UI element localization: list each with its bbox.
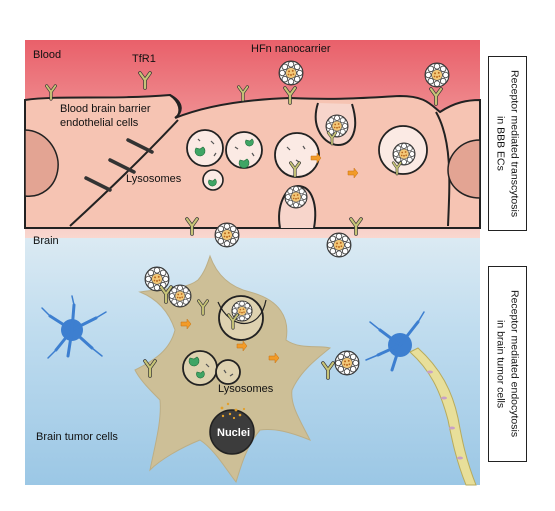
blood-label: Blood	[33, 49, 61, 61]
astrocyte-icon	[41, 295, 107, 359]
bbb-label-line2: endothelial cells	[60, 117, 139, 129]
bbb-label-line1: Blood brain barrier	[60, 103, 151, 115]
brain-tumor-label: Brain tumor cells	[36, 431, 118, 443]
endocytosis-text: Receptor mediated endocytosis in brain t…	[494, 290, 521, 438]
brain-label: Brain	[33, 235, 59, 247]
nuclei-label: Nuclei	[217, 427, 250, 439]
endocytosis-side-label: Receptor mediated endocytosis in brain t…	[488, 266, 527, 462]
lysosomes-label-bottom: Lysosomes	[218, 383, 274, 395]
tfr1-label: TfR1	[132, 53, 156, 65]
lysosomes-label-top: Lysosomes	[126, 173, 182, 185]
transcytosis-side-label: Receptor mediated transcytosis in BBB EC…	[488, 56, 527, 231]
transcytosis-text: Receptor mediated transcytosis in BBB EC…	[494, 69, 521, 218]
hfn-label: HFn nanocarrier	[251, 43, 331, 55]
tumor-cell	[134, 254, 332, 484]
hfn-nanocarrier-icon	[278, 60, 304, 86]
neuron-icon	[365, 311, 477, 486]
